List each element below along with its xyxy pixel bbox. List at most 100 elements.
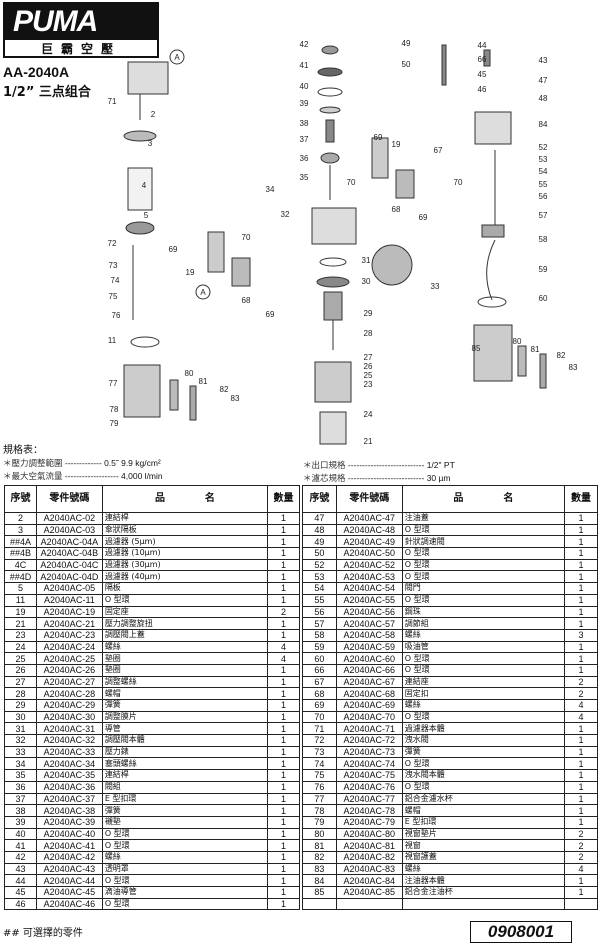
cell-quantity: 1 [267,628,300,642]
cell-part-number: A2040AC-59 [335,640,403,654]
cell-quantity: 1 [267,687,300,700]
cell-part-name: O 型環 [401,523,566,537]
cell-part-no: 41 [4,839,37,852]
callout-label: A [200,288,206,297]
cell-part-no: 54 [302,582,337,595]
cell-part-no: 75 [302,769,337,782]
cell-quantity: 1 [267,734,300,747]
callout-label: 43 [539,56,548,65]
cell-quantity: 2 [564,850,598,864]
cell-quantity: 2 [564,675,598,689]
cell-part-name: 導管 [101,722,269,736]
cell-quantity: 1 [267,535,300,549]
cell-quantity: 1 [267,617,300,630]
logo-brand-cn: 巨霸空壓 [40,42,121,56]
cell-part-name: 透明罩 [101,862,269,876]
cell-part-no: 43 [4,862,37,876]
callout-label: 69 [419,213,428,222]
spec-max-flow: ＊最大空氣流量 ------------------- 4,000 l/min [3,470,163,482]
cell-part-name: 針狀調速閥 [401,535,566,549]
cell-part-number: A2040AC-32 [35,734,103,747]
callout-label: 44 [478,41,487,50]
cell-quantity: 1 [564,804,598,817]
callout-label: 50 [402,60,411,69]
cell-part-name: 滴油導管 [101,886,269,899]
cell-quantity: 1 [267,722,300,736]
cell-part-no: 58 [302,628,337,642]
cell-part-number: A2040AC-46 [35,897,103,911]
callout-label: 28 [364,329,373,338]
cell-quantity: 3 [564,628,598,642]
cell-part-number: A2040AC-52 [335,558,403,572]
callout-label: 70 [347,178,356,187]
cell-part-number: A2040AC-37 [35,792,103,806]
reference-circle-icon [169,49,185,65]
cell-part-no: 59 [302,640,337,654]
cell-part-number: A2040AC-68 [335,687,403,700]
cell-quantity: 1 [564,617,598,630]
cell-part-name: 螺帽 [101,687,269,700]
spec-value: 4,000 l/min [121,471,163,481]
cell-quantity: 1 [564,780,598,794]
cell-quantity: 1 [564,815,598,829]
cell-quantity: 1 [564,523,598,537]
cell-part-number: A2040AC-24 [35,640,103,654]
cell-part-no: ##4D [4,570,37,584]
cell-quantity: 1 [564,769,598,782]
callout-label: 55 [539,180,548,189]
cell-part-name: 墊圈 [101,652,269,665]
cell-quantity: 1 [564,886,598,899]
callout-label: 34 [266,185,275,194]
callout-label: 68 [392,205,401,214]
cell-part-no: 57 [302,617,337,630]
spec-dots: --------------------------- [347,473,425,483]
cell-part-number: A2040AC-75 [335,769,403,782]
callout-label: 69 [266,310,275,319]
cell-part-name: 鋁合金濾水杯 [401,792,566,806]
cell-part-no: 79 [302,815,337,829]
cell-part-name: 鋼珠 [401,605,566,619]
callout-label: 81 [531,345,540,354]
cell-part-no: 44 [4,874,37,887]
cell-part-name: 彈簧 [101,804,269,817]
cell-part-no: 60 [302,652,337,665]
cell-quantity: 1 [564,663,598,677]
cell-part-no: 39 [4,815,37,829]
cell-quantity: 2 [564,839,598,852]
cell-part-no: 26 [4,663,37,677]
col-header-no: 序號 [302,485,337,513]
cell-part-number: A2040AC-38 [35,804,103,817]
cell-part-number: A2040AC-72 [335,734,403,747]
cell-part-no: ##4B [4,547,37,560]
cell-part-name: O 型環 [401,593,566,607]
cell-part-no: 21 [4,617,37,630]
callout-label: 74 [111,276,120,285]
cell-part-name: 視窗 [401,839,566,852]
cell-quantity: 1 [267,862,300,876]
spec-title: 規格表： [3,445,43,456]
empty-cell [335,897,403,911]
spec-value: 0.5˜ 9.9 kg/cm² [104,458,161,468]
product-subtitle: 1/2” 三点组合 [3,85,91,100]
callout-label: 21 [364,437,373,446]
callout-label: 36 [300,154,309,163]
cell-part-name: 調壓閥上蓋 [101,628,269,642]
cell-part-number: A2040AC-84 [335,874,403,887]
callout-label: 70 [242,233,251,242]
cell-part-no: 77 [302,792,337,806]
cell-part-name: O 型環 [101,874,269,887]
cell-quantity: 1 [564,734,598,747]
cell-part-number: A2040AC-70 [335,710,403,724]
cell-part-name: 過濾器 (10µm) [101,547,269,560]
spec-label: ＊壓力調整範圍 [3,458,63,468]
cell-part-no: 81 [302,839,337,852]
